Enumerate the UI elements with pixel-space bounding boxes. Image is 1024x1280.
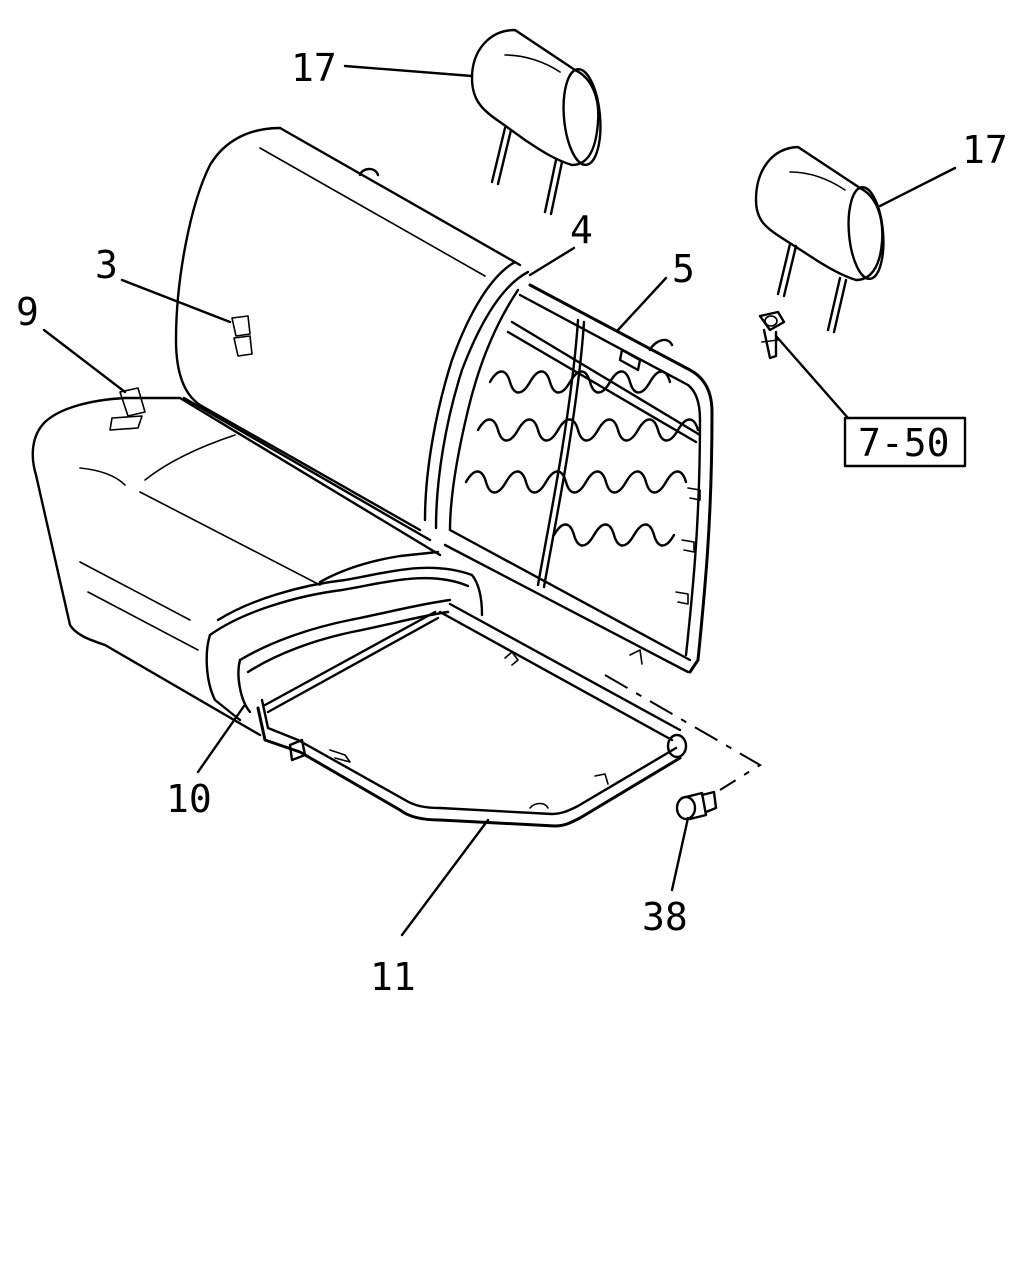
headrest-left[interactable] — [470, 28, 604, 216]
callout-10: 10 — [166, 777, 212, 821]
seat-cushion-cover[interactable] — [31, 396, 484, 737]
callout-4: 4 — [570, 208, 593, 252]
callout-9: 9 — [16, 290, 39, 334]
cover-tab[interactable] — [109, 387, 146, 431]
seat-cushion-frame[interactable] — [256, 602, 688, 828]
seat-back-frame[interactable] — [443, 283, 714, 674]
reference-box — [843, 416, 967, 468]
headrest-right[interactable] — [754, 145, 887, 334]
callout-38: 38 — [642, 895, 688, 939]
callout-7-50[interactable]: 7-50 — [858, 421, 950, 465]
leader-lines — [42, 64, 957, 937]
headrest-guide-clip[interactable] — [758, 310, 786, 360]
label-patch[interactable] — [231, 315, 253, 357]
callout-5: 5 — [672, 247, 695, 291]
callout-17-right: 17 — [962, 128, 1008, 172]
bolt[interactable] — [675, 790, 718, 821]
callout-17-left: 17 — [291, 46, 337, 90]
seat-back-cover[interactable] — [174, 126, 530, 542]
callout-3: 3 — [95, 243, 118, 287]
callout-11: 11 — [370, 955, 416, 999]
mounting-alignment-line — [604, 674, 762, 791]
